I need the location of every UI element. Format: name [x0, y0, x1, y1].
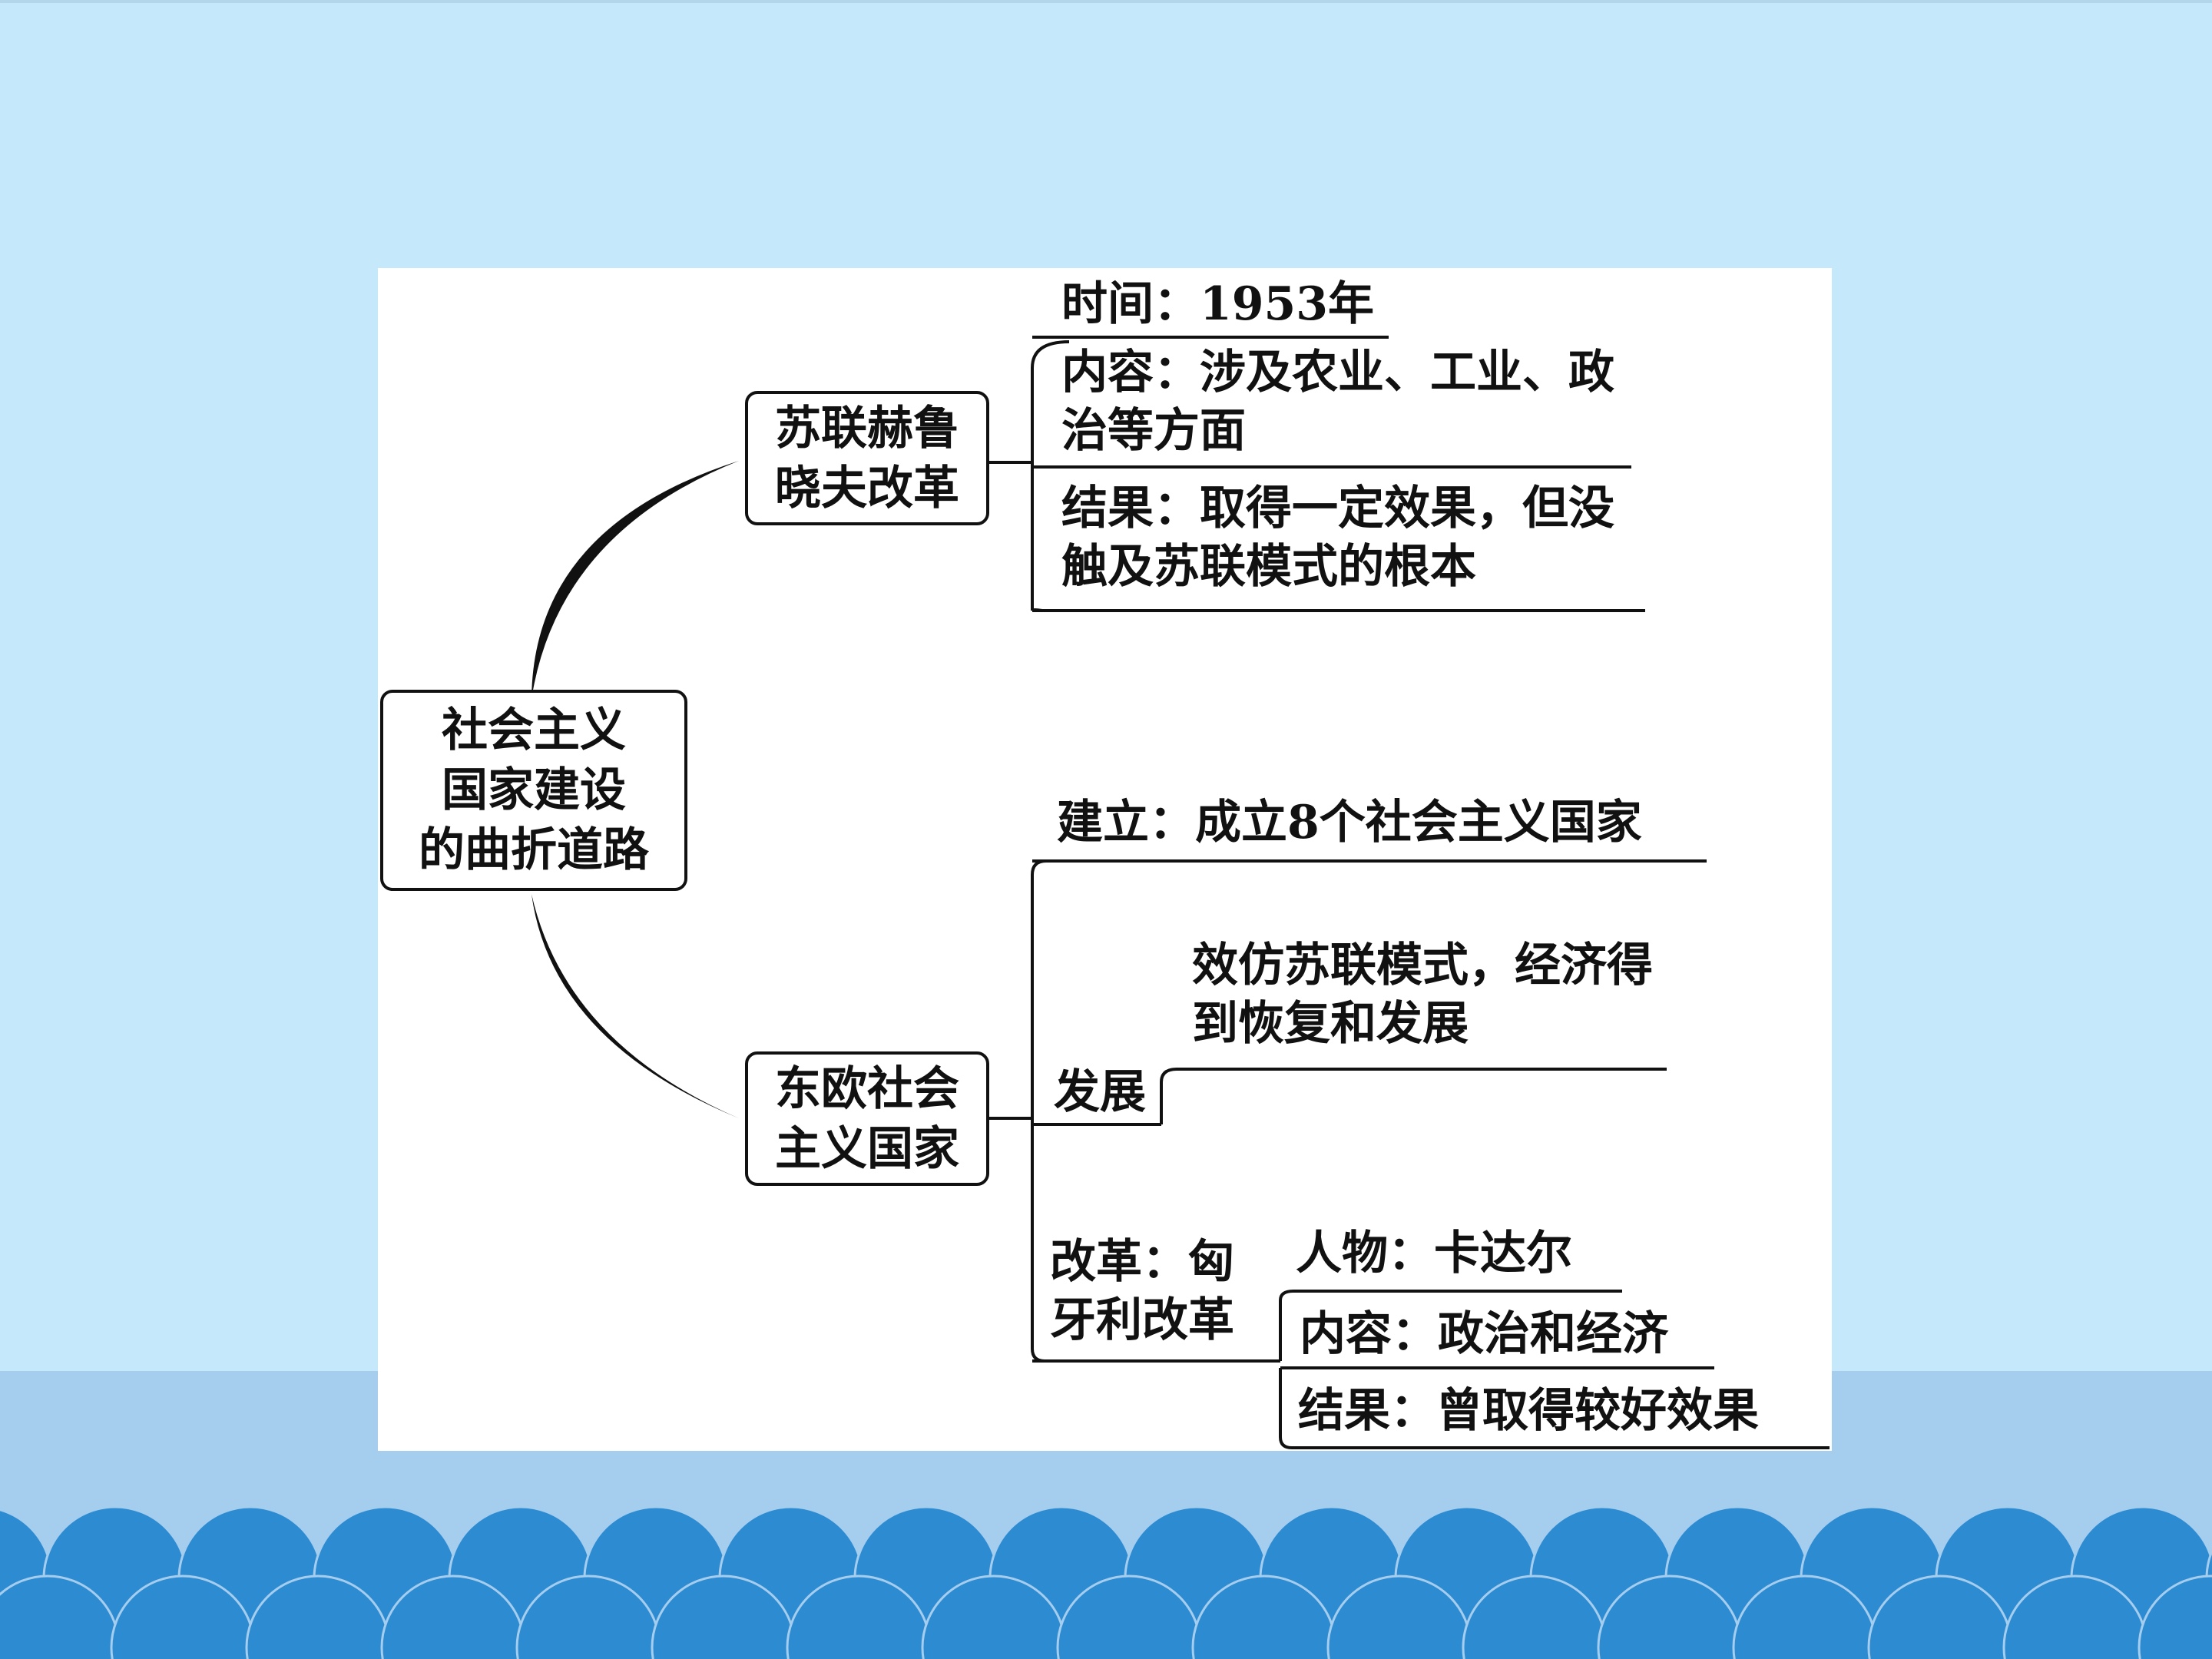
branch-node-soviet-reform: 苏联赫鲁 晓夫改革	[745, 391, 989, 525]
bracket-fazhan	[1160, 1068, 1667, 1124]
bracket-branch2	[1031, 859, 1047, 1363]
root-label: 社会主义 国家建设 的曲折道路	[419, 704, 649, 877]
gaige-item-person: 人物：卡达尔	[1296, 1227, 1572, 1280]
wave-decoration	[0, 1505, 2212, 1659]
bracket-upper	[531, 461, 739, 699]
bracket-gaige-lower	[1279, 1368, 1830, 1449]
mind-map-panel: 社会主义 国家建设 的曲折道路 苏联赫鲁 晓夫改革 东欧社会 主义国家 时间：1…	[378, 268, 1832, 1451]
branch-node-eastern-europe: 东欧社会 主义国家	[745, 1051, 989, 1186]
connector-lines	[531, 336, 1830, 1449]
branch-label: 苏联赫鲁 晓夫改革	[775, 401, 959, 515]
b2-fazhan-label: 发展	[1054, 1065, 1146, 1119]
top-edge-line	[0, 0, 2212, 3]
b1-item-content: 内容：涉及农业、工业、政治等方面	[1061, 346, 1614, 458]
b1-item-time: 时间：1953年	[1061, 277, 1374, 331]
bracket-lower	[531, 894, 739, 1118]
gaige-item-result: 结果：曾取得较好效果	[1298, 1384, 1759, 1438]
b1-item-result: 结果：取得一定效果，但没触及苏联模式的根本	[1061, 482, 1614, 594]
wave-scallop	[2137, 1575, 2212, 1659]
branch-label: 东欧社会 主义国家	[775, 1061, 959, 1176]
bracket-gaige	[1279, 1290, 1622, 1361]
b2-gaige-label: 改革：匈牙利改革	[1050, 1235, 1234, 1347]
root-node: 社会主义 国家建设 的曲折道路	[380, 690, 687, 891]
b2-fazhan-detail: 效仿苏联模式，经济得到恢复和发展	[1192, 939, 1653, 1051]
b2-item-establish: 建立：成立8个社会主义国家	[1057, 796, 1642, 849]
gaige-item-content: 内容：政治和经济	[1300, 1307, 1668, 1361]
